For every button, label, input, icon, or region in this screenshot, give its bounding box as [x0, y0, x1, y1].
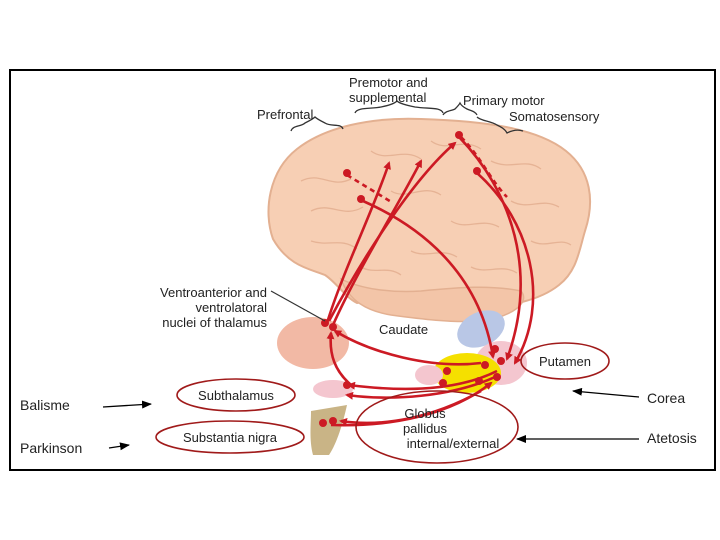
brain-gyri	[300, 140, 572, 276]
arrow-parkinson	[108, 442, 130, 451]
pathway-dashed-somatosensory	[460, 136, 508, 198]
label-thalamus-line2: ventrolatoral	[195, 300, 267, 315]
label-premotor-line2: supplemental	[349, 90, 426, 105]
basal-ganglia-diagram: Prefrontal Premotor and supplemental Pri…	[20, 75, 697, 464]
label-corea: Corea	[647, 390, 685, 406]
label-globus-line1: Globus	[404, 406, 446, 421]
label-prefrontal: Prefrontal	[257, 107, 313, 122]
label-substantia-nigra: Substantia nigra	[183, 430, 278, 445]
substantia-nigra-shape	[310, 405, 347, 455]
label-somatosensory: Somatosensory	[509, 109, 600, 124]
dot-putamen-2	[497, 357, 505, 365]
label-primary-motor: Primary motor	[463, 93, 545, 108]
dot-subthalamus	[343, 381, 351, 389]
subthalamus-label-ellipse	[176, 378, 296, 412]
putamen-label-ellipse	[520, 342, 610, 380]
diagram-frame: Prefrontal Premotor and supplemental Pri…	[9, 69, 716, 471]
pathway-putamen-nigra	[339, 389, 482, 426]
arrow-corea	[572, 387, 640, 398]
label-caudate: Caudate	[379, 322, 428, 337]
globus-pallidus-label-ellipse	[355, 390, 519, 464]
pathway-thalamus-premotor	[325, 161, 391, 324]
brain	[267, 117, 592, 323]
pathway-putamen-gp-1	[347, 369, 498, 391]
brain-cerebrum	[267, 117, 592, 309]
pathway-cortex-putamen-1	[362, 199, 497, 359]
dot-putamen-1	[491, 345, 499, 353]
dot-prefrontal	[343, 169, 351, 177]
label-putamen: Putamen	[539, 354, 591, 369]
label-thalamus-line3: nuclei of thalamus	[162, 315, 267, 330]
arrow-balisme	[102, 400, 152, 409]
caudate-nucleus	[457, 310, 505, 348]
dot-gp	[439, 379, 447, 387]
dot-putamen-4	[493, 373, 501, 381]
neuron-dots	[319, 131, 505, 427]
pathway-putamen-thalamus	[333, 329, 482, 366]
label-subthalamus: Subthalamus	[198, 388, 274, 403]
thalamus	[277, 317, 349, 369]
pathway-cortex-putamen-2	[458, 136, 522, 361]
pathway-thalamus-motor-2	[331, 159, 423, 326]
substantia-nigra-label-ellipse	[155, 420, 305, 454]
label-thalamus-line1: Ventroanterior and	[160, 285, 267, 300]
subthalamic-nucleus	[313, 380, 353, 398]
label-parkinson: Parkinson	[20, 440, 82, 456]
dot-nigra-2	[329, 417, 337, 425]
bracket-somatosensory	[476, 116, 524, 134]
cortex-brackets	[290, 100, 524, 134]
dot-thalamus-1	[321, 319, 329, 327]
dot-somatosensory	[473, 167, 481, 175]
dot-prefrontal-2	[357, 195, 365, 203]
label-premotor-line1: Premotor and	[349, 75, 428, 90]
label-globus-line3: internal/external	[407, 436, 500, 451]
dot-putamen-6	[443, 367, 451, 375]
thalamus-leader-line	[270, 290, 326, 322]
label-balisme: Balisme	[20, 397, 70, 413]
dot-putamen-5	[475, 377, 483, 385]
dot-putamen-3	[481, 361, 489, 369]
globus-pallidus-pink	[415, 365, 443, 385]
pathway-cortex-putamen-3	[476, 172, 535, 365]
dot-primary-motor	[455, 131, 463, 139]
bracket-primary-motor	[442, 101, 478, 116]
bracket-prefrontal	[290, 116, 344, 132]
bracket-premotor	[354, 100, 444, 114]
label-globus-line2: pallidus	[403, 421, 448, 436]
dot-nigra-1	[319, 419, 327, 427]
dot-thalamus-2	[329, 323, 337, 331]
label-atetosis: Atetosis	[647, 430, 697, 446]
